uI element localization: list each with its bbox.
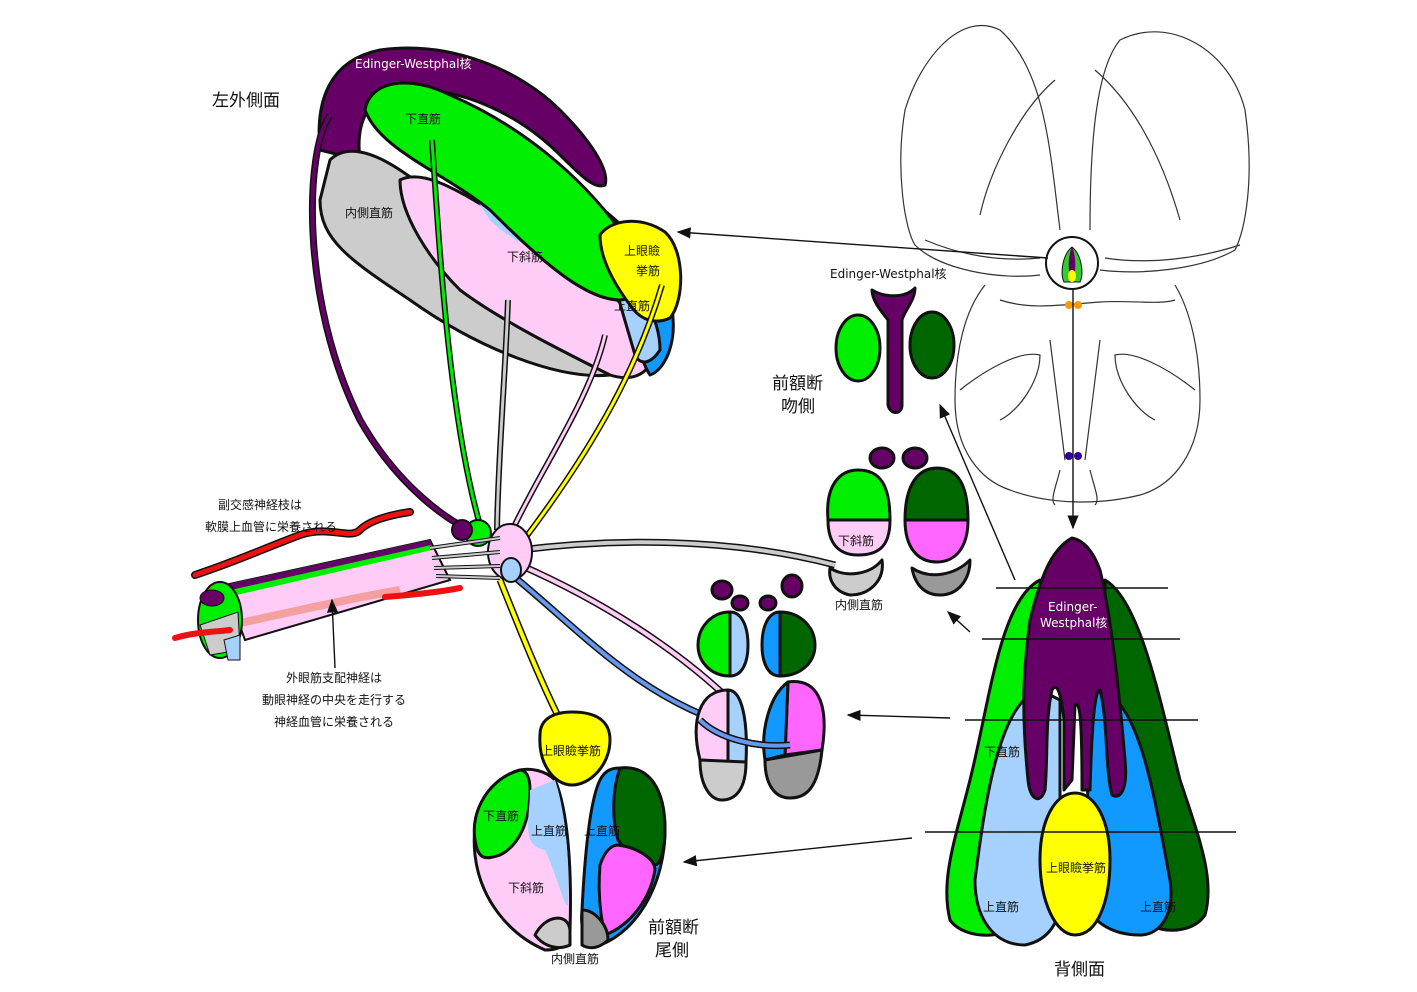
rostral-ew-label: Edinger-Westphal核	[830, 267, 947, 281]
arrow-to-rostral-1	[939, 403, 1016, 581]
lateral-ew-label: Edinger-Westphal核	[355, 57, 472, 71]
rostral-title-2: 吻側	[781, 397, 815, 417]
brainstem-dorsal-outline	[900, 24, 1250, 506]
dorsal-superior-rectus-right-label: 上直筋	[1140, 899, 1176, 914]
motor-note-arrow	[326, 598, 339, 669]
dorsal-ew-label-2: Westphal核	[1040, 616, 1107, 630]
lateral-view-title: 左外側面	[212, 91, 280, 111]
arrow-to-lateral	[676, 227, 1049, 259]
caudal-medial-rectus-label: 内側直筋	[551, 951, 599, 966]
orange-dot	[1065, 301, 1073, 309]
dorsal-levator-label: 上眼瞼挙筋	[1046, 860, 1106, 875]
lateral-medial-rectus-label: 内側直筋	[345, 205, 393, 220]
caudal-section	[472, 710, 667, 952]
arrow-to-caudal	[682, 837, 913, 867]
motor-note-3: 神経血管に栄養される	[274, 714, 394, 729]
rostral-section	[694, 286, 972, 802]
caudal-inferior-rectus-label: 下直筋	[483, 808, 519, 823]
caudal-title-2: 尾側	[655, 941, 689, 961]
caudal-levator-label: 上眼瞼挙筋	[541, 743, 601, 758]
lateral-levator-label-2: 挙筋	[636, 263, 660, 278]
indigo-dot	[1065, 452, 1073, 460]
lateral-superior-rectus-label: 上直筋	[614, 298, 650, 313]
dorsal-superior-rectus-left-label: 上直筋	[983, 899, 1019, 914]
dorsal-view-title: 背側面	[1054, 960, 1105, 980]
dorsal-ew-label-1: Edinger-	[1048, 600, 1098, 614]
oculomotor-nerve-bundle	[172, 508, 836, 750]
parasympathetic-note-2: 軟膜上血管に栄養される	[205, 519, 337, 534]
caudal-superior-rectus-left-label: 上直筋	[531, 823, 567, 838]
lateral-view	[308, 46, 683, 547]
lateral-levator-label-1: 上眼瞼	[624, 243, 660, 258]
dorsal-view	[925, 536, 1236, 947]
caudal-inferior-oblique-label: 下斜筋	[508, 880, 544, 895]
rostral-title-1: 前額断	[772, 374, 823, 394]
motor-note-2: 動眼神経の中央を走行する	[262, 692, 406, 707]
rostral-medial-rectus-label: 内側直筋	[835, 597, 883, 612]
lateral-inferior-rectus-label: 下直筋	[405, 111, 441, 126]
caudal-title-1: 前額断	[648, 918, 699, 938]
arrow-to-mid	[846, 709, 951, 721]
dorsal-inferior-rectus-label: 下直筋	[984, 744, 1020, 759]
rostral-inferior-oblique-label: 下斜筋	[838, 533, 874, 548]
motor-note-1: 外眼筋支配神経は	[286, 670, 382, 685]
parasympathetic-note-1: 副交感神経枝は	[218, 497, 302, 512]
arrow-to-rostral-2	[946, 611, 971, 633]
caudal-superior-rectus-right-label: 上直筋	[584, 823, 620, 838]
lateral-inferior-oblique-label: 下斜筋	[507, 249, 543, 264]
